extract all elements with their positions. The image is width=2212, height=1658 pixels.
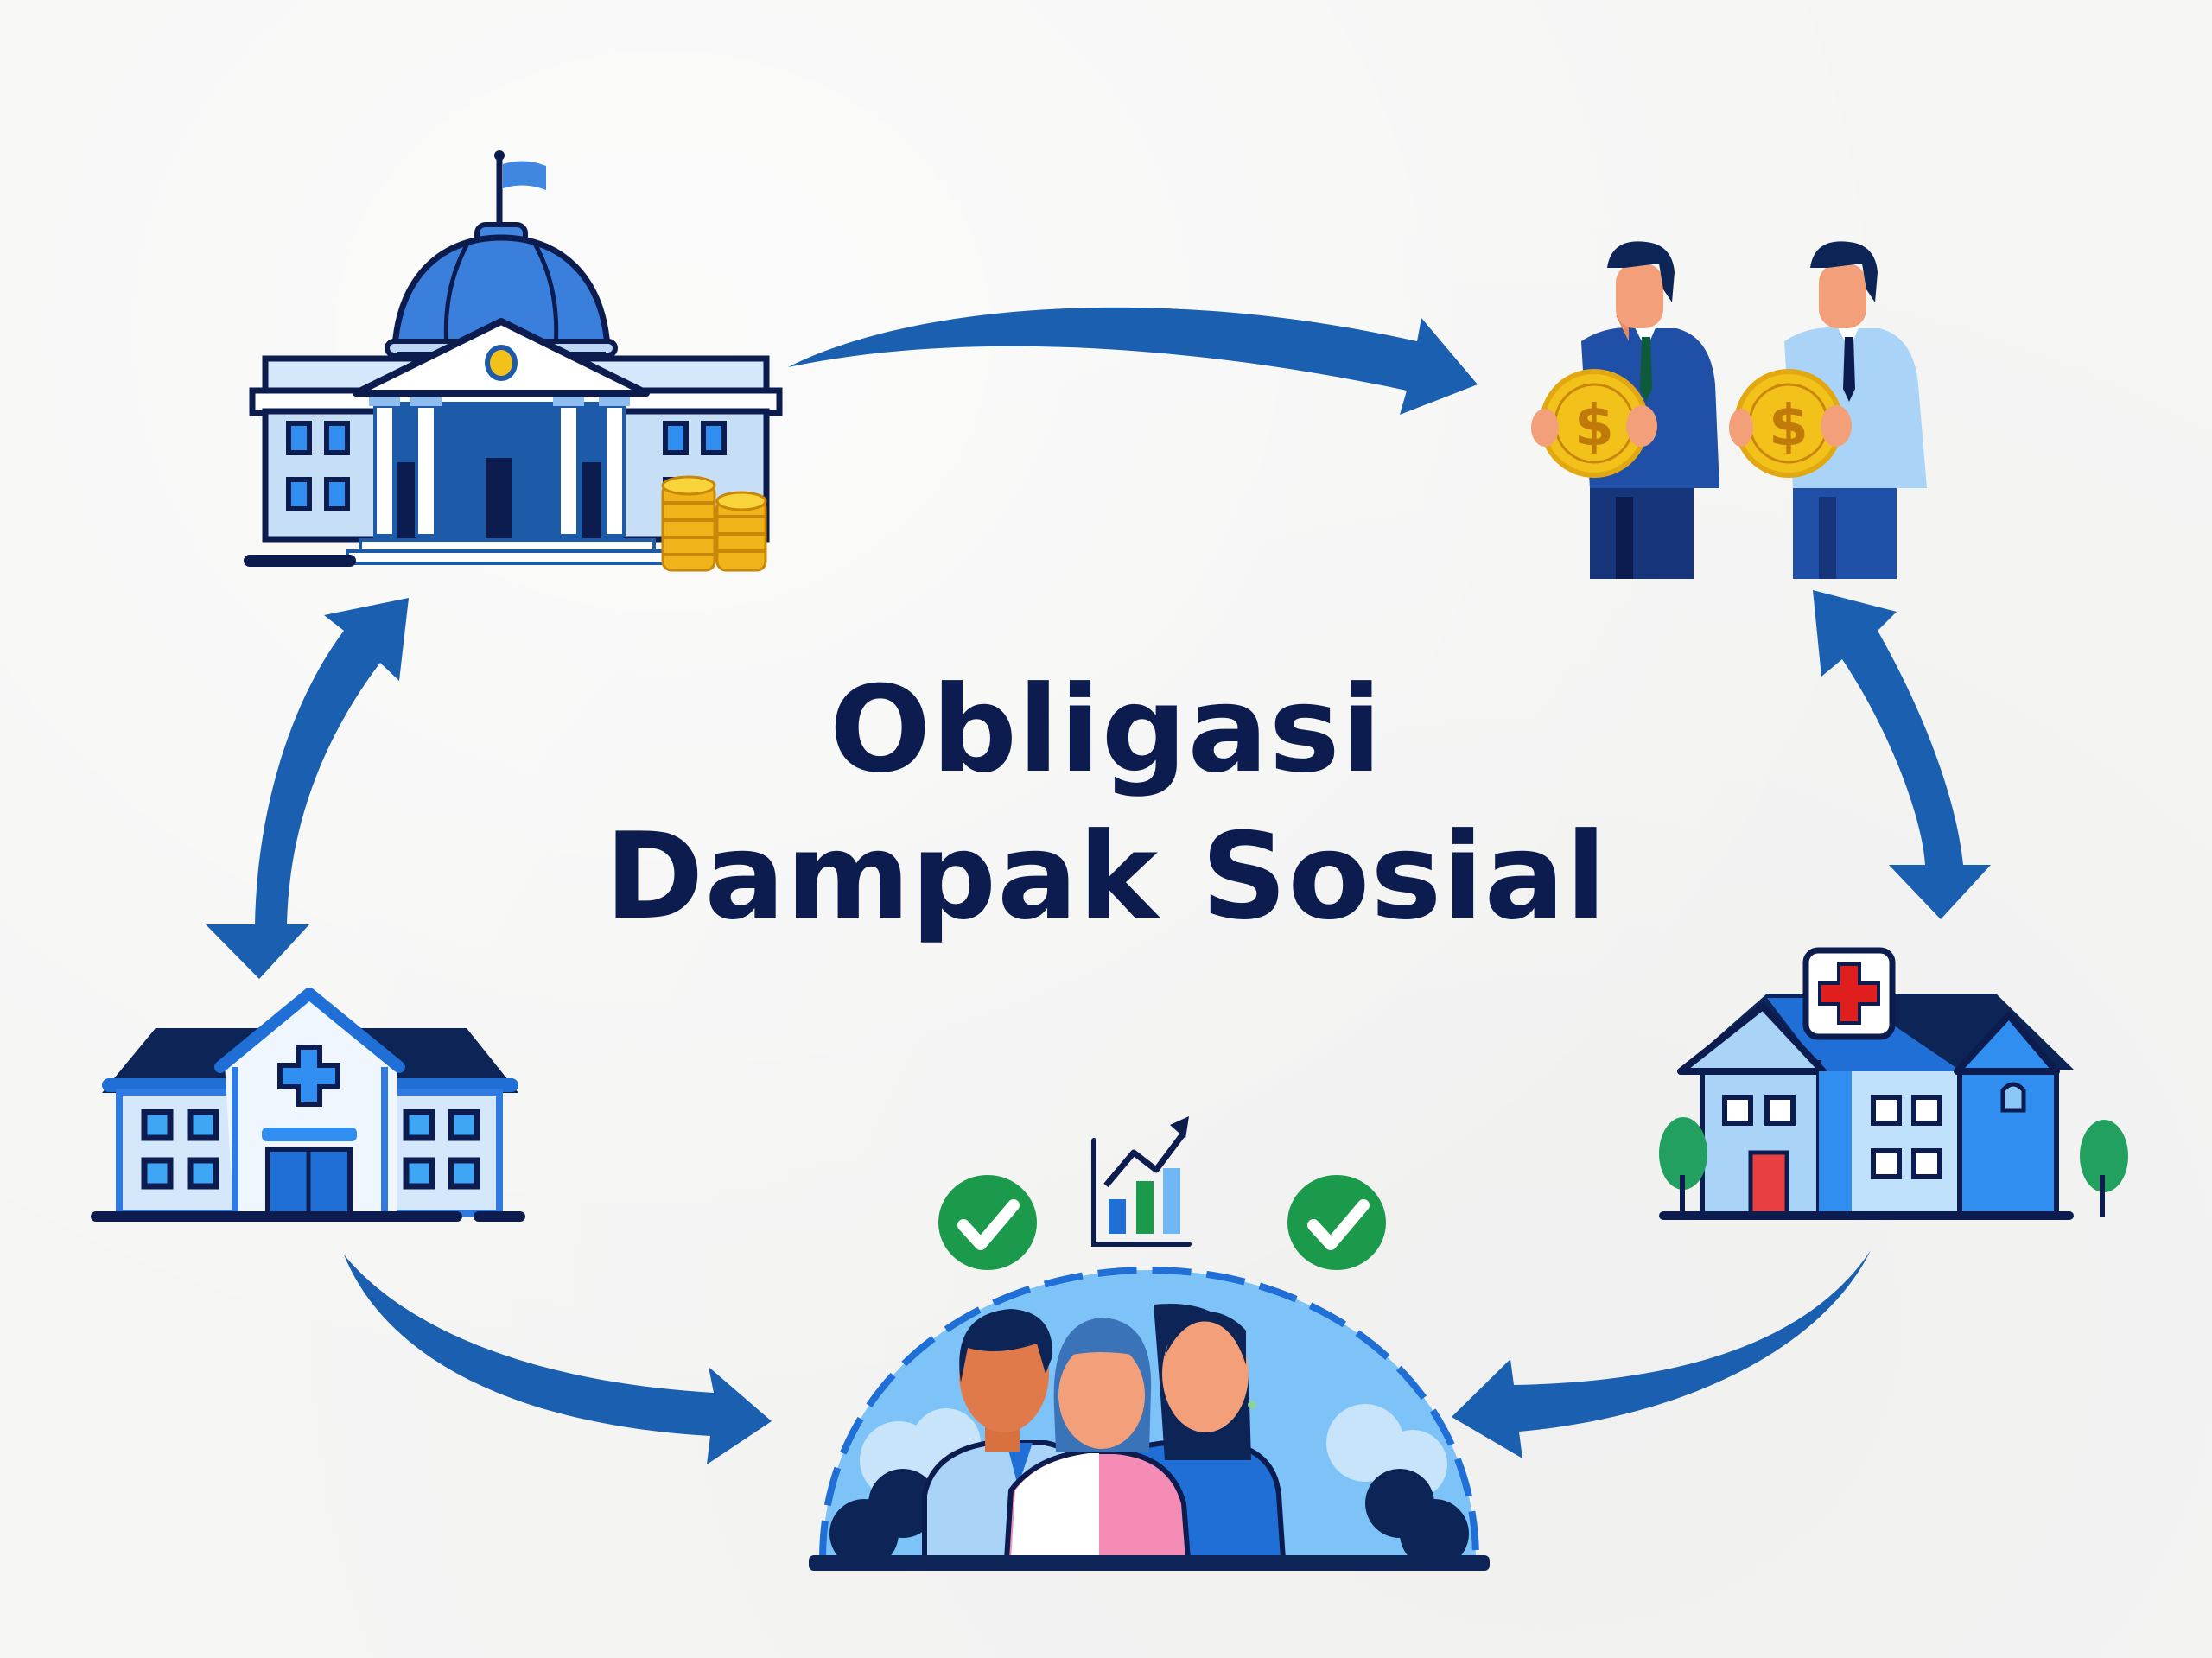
- diagram-title: Obligasi Dampak Sosial: [0, 657, 2212, 950]
- coin-dollar-icon: $: [1531, 369, 1657, 478]
- svg-text:$: $: [1769, 392, 1808, 459]
- coin-stack-icon: [661, 475, 767, 572]
- community-beneficiaries-icon: [809, 1116, 1490, 1571]
- check-circle-icon: [938, 1175, 1037, 1270]
- title-line-1: Obligasi: [829, 660, 1383, 799]
- title-line-2: Dampak Sosial: [604, 807, 1608, 946]
- growth-chart-icon: [1091, 1116, 1192, 1247]
- svg-text:$: $: [1574, 392, 1614, 459]
- arrow-service-to-beneficiaries: [1452, 1250, 1871, 1458]
- arrow-investors-service: [1813, 590, 1991, 919]
- service-provider-clinic-icon: [1659, 947, 2128, 1220]
- hospital-building-icon: [91, 988, 525, 1222]
- tree-icon: [1659, 1117, 1707, 1217]
- tree-icon: [2080, 1120, 2128, 1217]
- arrow-government-to-investors: [788, 307, 1478, 415]
- coin-dollar-icon: $: [1729, 369, 1852, 478]
- arrow-hospital-government: [206, 598, 409, 979]
- government-building-with-coins-icon: [244, 150, 783, 572]
- check-circle-icon: [1287, 1175, 1386, 1270]
- arrow-hospital-to-beneficiaries: [344, 1255, 772, 1464]
- investors-holding-coins-icon: $ $: [1531, 241, 1927, 579]
